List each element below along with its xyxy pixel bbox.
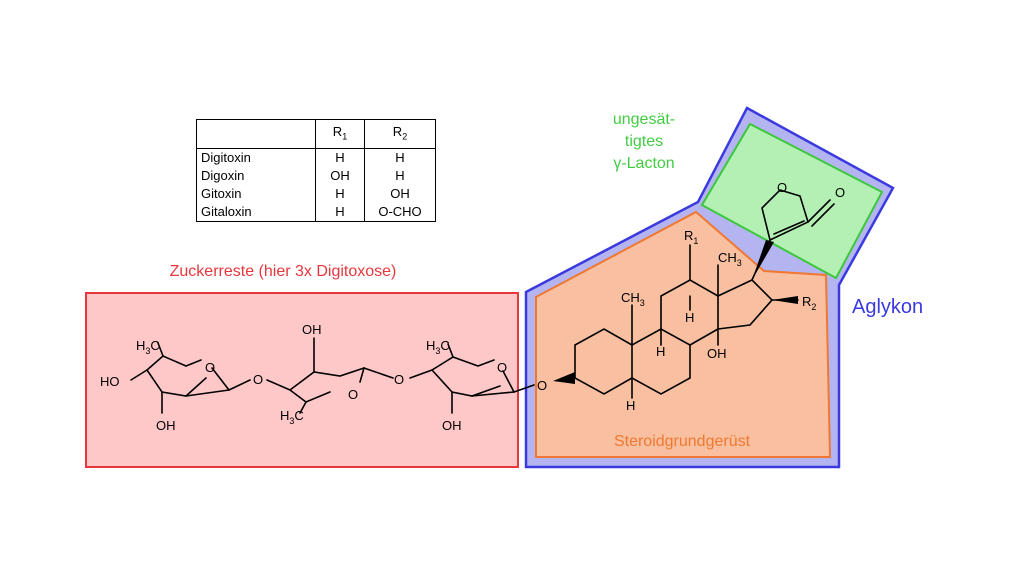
wedge-bond-o3: [553, 372, 575, 384]
table-cell-name: Gitaloxin: [196, 203, 316, 222]
atom-oh: OH: [707, 346, 727, 361]
table-cell-r2: O-CHO: [364, 203, 436, 222]
atom-ho: HO: [100, 374, 120, 389]
table-header-empty: [196, 119, 316, 149]
table-row: Gitaloxin H O-CHO: [196, 203, 436, 222]
atom-ch3: CH3: [621, 290, 645, 308]
atom-oh: OH: [156, 418, 176, 433]
aglykon-label: Aglykon: [852, 296, 923, 318]
atom-o: O: [253, 372, 263, 387]
atom-ch3: CH3: [718, 250, 742, 268]
steroid-label: Steroidgrundgerüst: [614, 433, 751, 450]
atom-h3c: H3C: [136, 338, 160, 356]
substituent-table: R1 R2 Digitoxin H H Digoxin OH H Gitoxin…: [196, 119, 436, 222]
table-header-row: R1 R2: [196, 119, 436, 149]
table-cell-name: Gitoxin: [196, 185, 316, 203]
atom-h: H: [685, 310, 694, 325]
atom-o: O: [348, 387, 358, 402]
table-cell-name: Digoxin: [196, 167, 316, 185]
table-cell-name: Digitoxin: [196, 148, 316, 167]
sugar-region-label: Zuckerreste (hier 3x Digitoxose): [170, 263, 397, 280]
table-cell-r1: OH: [315, 167, 365, 185]
atom-oh: OH: [302, 322, 322, 337]
wedge-bond-lacton: [752, 240, 774, 280]
table-cell-r1: H: [315, 148, 365, 167]
wedge-bond-r2: [772, 296, 798, 304]
table-row: Digitoxin H H: [196, 148, 436, 167]
atom-oh: OH: [442, 418, 462, 433]
lacton-label-line1: ungesät-: [613, 111, 675, 128]
atom-r2: R2: [802, 294, 816, 312]
atom-o: O: [777, 180, 787, 195]
atom-h: H: [656, 344, 665, 359]
atom-o: O: [497, 360, 507, 375]
table-cell-r2: H: [364, 148, 436, 167]
table-header-r1: R1: [315, 119, 365, 149]
lacton-region-box: [700, 122, 884, 280]
lacton-label-line2: tigtes: [625, 133, 663, 150]
atom-o: O: [537, 378, 547, 393]
atom-o: O: [205, 360, 215, 375]
table-row: Digoxin OH H: [196, 167, 436, 185]
atom-r1: R1: [684, 228, 698, 246]
table-cell-r2: H: [364, 167, 436, 185]
atom-o: O: [394, 372, 404, 387]
table-cell-r1: H: [315, 185, 365, 203]
atom-labels: HO OH O O OH O O OH O O O O OH H H H H3C…: [100, 180, 845, 433]
atom-h: H: [626, 398, 635, 413]
table-cell-r1: H: [315, 203, 365, 222]
atom-h3c: H3C: [426, 338, 450, 356]
atom-o: O: [835, 185, 845, 200]
atom-h3c: H3C: [280, 408, 304, 426]
table-cell-r2: OH: [364, 185, 436, 203]
table-row: Gitoxin H OH: [196, 185, 436, 203]
table-header-r2: R2: [364, 119, 436, 149]
lacton-label-line3: γ-Lacton: [613, 155, 674, 172]
molecule-bonds: [130, 189, 835, 414]
steroid-region-box: [535, 210, 832, 458]
